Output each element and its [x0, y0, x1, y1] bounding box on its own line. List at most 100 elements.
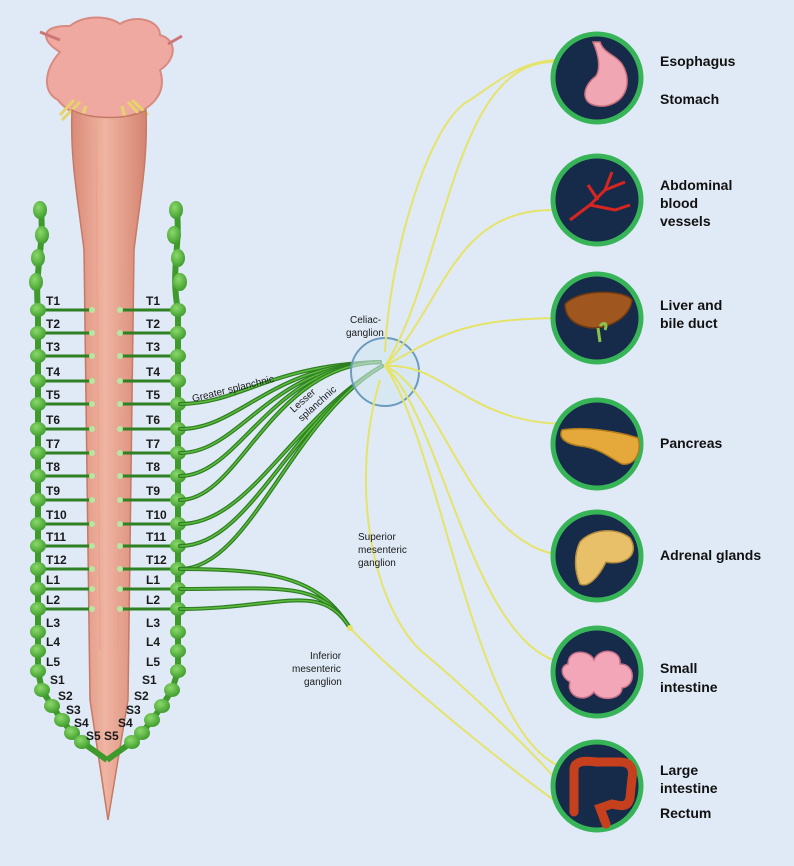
cord-node [117, 353, 123, 359]
segment-label-right: T2 [146, 317, 160, 331]
lesser-splanchnic-nerve-highlight [179, 365, 383, 570]
chain-ganglion [30, 517, 46, 531]
segment-label-right: T10 [146, 508, 167, 522]
svg-text:Rectum: Rectum [660, 805, 711, 821]
cord-node [89, 497, 95, 503]
segment-label-left: L3 [46, 616, 60, 630]
chain-ganglion [171, 249, 185, 267]
cord-node [89, 353, 95, 359]
organ-nerve [384, 209, 554, 367]
organ-small-intestine [550, 625, 644, 719]
chain-ganglion [124, 735, 140, 749]
chain-ganglion [33, 201, 47, 219]
svg-text:vessels: vessels [660, 213, 711, 229]
inferior-mesenteric-label: Inferior mesenteric ganglion [292, 651, 342, 688]
organ-nerve [384, 365, 573, 557]
chain-ganglion [30, 349, 46, 363]
cord-node [117, 497, 123, 503]
segment-label-right: L4 [146, 635, 160, 649]
superior-mesenteric-branch [364, 379, 561, 785]
label-liver: Liver and bile duct [660, 297, 722, 331]
cord-node [117, 307, 123, 313]
svg-text:Large: Large [660, 762, 698, 778]
chain-ganglion [30, 562, 46, 576]
cord-node [117, 330, 123, 336]
svg-text:Abdominal: Abdominal [660, 177, 732, 193]
chain-ganglion [173, 273, 187, 291]
chain-ganglion [30, 664, 46, 678]
chain-ganglion [30, 446, 46, 460]
svg-text:Liver and: Liver and [660, 297, 722, 313]
segment-label-left: S1 [50, 673, 65, 687]
segment-label-left: T7 [46, 437, 60, 451]
chain-ganglion [64, 726, 80, 740]
segment-label-right: T11 [146, 530, 166, 544]
segment-label-left: T4 [46, 365, 60, 379]
chain-ganglion [30, 397, 46, 411]
chain-ganglion [169, 201, 183, 219]
segment-label-right: S4 [118, 716, 133, 730]
segment-label-left: T11 [46, 530, 66, 544]
segment-label-right: L1 [146, 573, 160, 587]
chain-ganglion [30, 374, 46, 388]
adrenal-illustration [574, 530, 635, 586]
segment-label-right: T8 [146, 460, 160, 474]
segment-label-left: T12 [46, 553, 67, 567]
organ-pancreas [550, 397, 644, 491]
segment-label-left: T10 [46, 508, 67, 522]
svg-text:mesenteric: mesenteric [358, 545, 407, 556]
greater-splanchnic-label: Greater splanchnic [191, 374, 275, 405]
pancreas-illustration [560, 427, 640, 465]
svg-text:mesenteric: mesenteric [292, 664, 341, 675]
svg-text:intestine: intestine [660, 679, 718, 695]
chain-ganglion [164, 683, 180, 697]
chain-ganglion [154, 699, 170, 713]
cord-node [117, 586, 123, 592]
svg-text:Inferior: Inferior [310, 651, 342, 662]
segment-label-left: T8 [46, 460, 60, 474]
svg-text:Pancreas: Pancreas [660, 435, 722, 451]
chain-ganglion [54, 713, 70, 727]
svg-text:Stomach: Stomach [660, 91, 719, 107]
brain-stem [39, 16, 183, 124]
svg-text:bile duct: bile duct [660, 315, 718, 331]
segment-label-left: S5 [86, 729, 101, 743]
chain-ganglion [30, 644, 46, 658]
segment-label-left: L5 [46, 655, 60, 669]
cord-node [117, 401, 123, 407]
cord-node [89, 473, 95, 479]
svg-text:Esophagus: Esophagus [660, 53, 736, 69]
segment-label-right: T7 [146, 437, 160, 451]
cord-node [89, 330, 95, 336]
organ-large-intestine [550, 739, 644, 833]
svg-text:Small: Small [660, 660, 697, 676]
small-intestine-illustration [561, 650, 633, 700]
chain-ganglion [30, 625, 46, 639]
segment-label-left: S3 [66, 703, 81, 717]
svg-text:ganglion: ganglion [346, 328, 384, 339]
segment-label-left: L1 [46, 573, 60, 587]
cord-node [117, 378, 123, 384]
lumbar-splanchnic-nerve-highlight [179, 599, 351, 629]
chain-ganglion [30, 422, 46, 436]
cord-node [89, 426, 95, 432]
segment-label-right: T12 [146, 553, 167, 567]
chain-ganglion [170, 625, 186, 639]
segment-label-left: S2 [58, 689, 73, 703]
chain-ganglion [170, 664, 186, 678]
segment-label-left: T9 [46, 484, 60, 498]
organ-liver [550, 271, 644, 365]
segment-label-left: T3 [46, 340, 60, 354]
segment-label-right: S2 [134, 689, 149, 703]
segment-label-right: T3 [146, 340, 160, 354]
vessels-illustration [569, 171, 631, 222]
greater-splanchnic-nerve-highlight [179, 361, 381, 501]
segment-label-right: L2 [146, 593, 160, 607]
segment-label-left: T6 [46, 413, 60, 427]
chain-ganglion [34, 683, 50, 697]
large-intestine-illustration [569, 756, 637, 829]
svg-text:Adrenal glands: Adrenal glands [660, 547, 761, 563]
segment-label-right: T4 [146, 365, 160, 379]
organ-adrenal [550, 509, 644, 603]
segment-label-left: T1 [46, 294, 60, 308]
